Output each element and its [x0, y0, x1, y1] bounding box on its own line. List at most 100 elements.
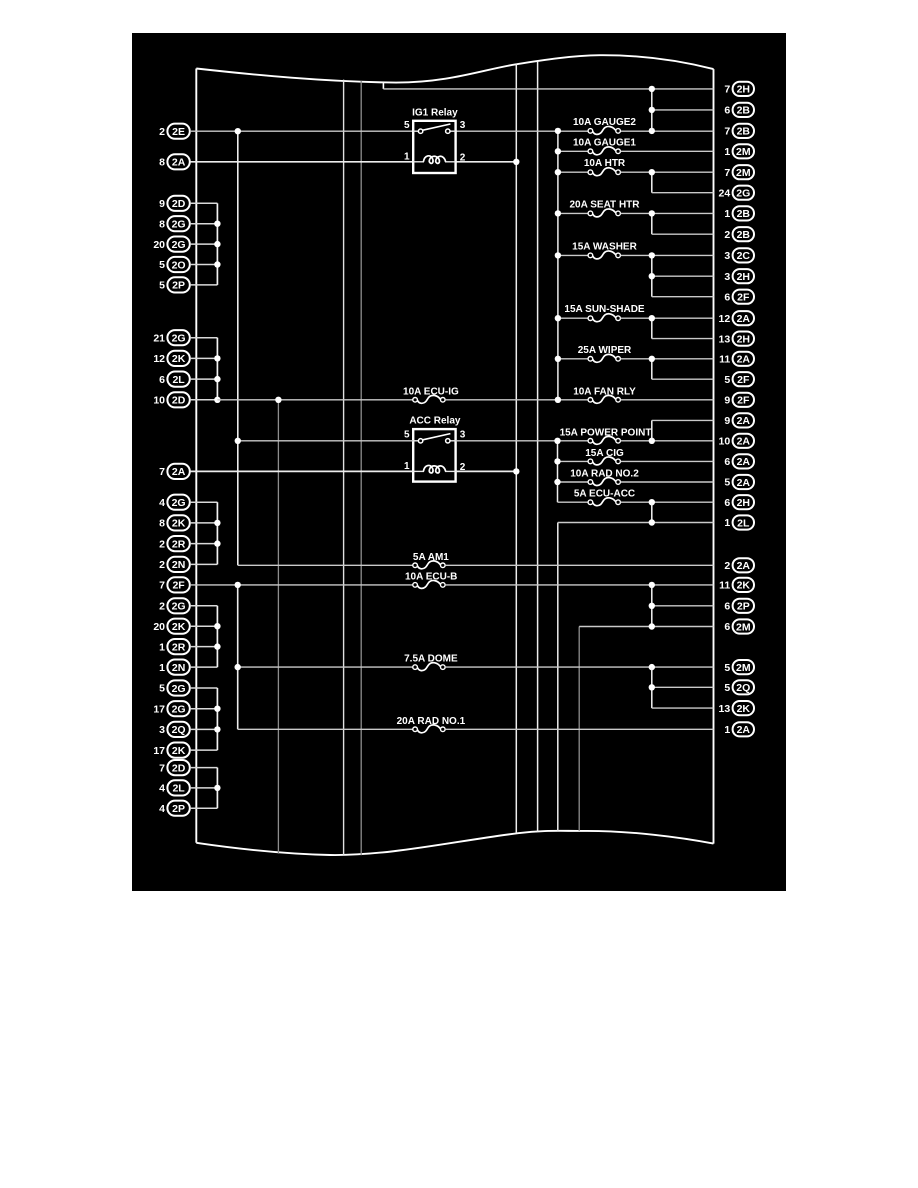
- svg-text:3: 3: [460, 120, 466, 131]
- svg-text:5: 5: [724, 662, 730, 674]
- svg-text:2B: 2B: [737, 126, 751, 138]
- svg-text:2G: 2G: [172, 497, 186, 509]
- svg-text:7.5A DOME: 7.5A DOME: [404, 654, 458, 665]
- svg-text:12: 12: [719, 313, 731, 325]
- svg-text:6: 6: [724, 105, 730, 117]
- svg-text:2K: 2K: [737, 580, 751, 592]
- svg-text:17: 17: [153, 703, 165, 715]
- svg-text:7: 7: [159, 762, 165, 774]
- svg-text:7: 7: [724, 84, 730, 96]
- svg-text:24: 24: [719, 187, 731, 199]
- svg-text:2A: 2A: [737, 436, 751, 448]
- svg-text:2H: 2H: [737, 497, 750, 509]
- svg-text:6: 6: [724, 601, 730, 613]
- svg-text:13: 13: [719, 333, 731, 345]
- svg-text:2L: 2L: [172, 783, 185, 795]
- svg-text:2G: 2G: [172, 219, 186, 231]
- svg-text:20A SEAT HTR: 20A SEAT HTR: [569, 199, 640, 210]
- svg-text:1: 1: [724, 517, 730, 529]
- svg-text:20: 20: [153, 621, 165, 633]
- svg-text:2K: 2K: [172, 745, 186, 757]
- svg-text:2G: 2G: [172, 239, 186, 251]
- svg-text:10A GAUGE2: 10A GAUGE2: [573, 117, 636, 128]
- svg-text:10A ECU-IG: 10A ECU-IG: [403, 386, 459, 397]
- svg-text:2C: 2C: [737, 250, 751, 262]
- svg-text:6: 6: [724, 497, 730, 509]
- svg-text:2D: 2D: [172, 762, 186, 774]
- svg-text:10A ECU-B: 10A ECU-B: [405, 571, 457, 582]
- svg-text:13: 13: [719, 703, 731, 715]
- svg-text:5A AM1: 5A AM1: [413, 552, 449, 563]
- svg-text:11: 11: [719, 580, 730, 592]
- svg-text:8: 8: [159, 218, 165, 230]
- svg-text:2A: 2A: [172, 466, 186, 478]
- svg-text:6: 6: [724, 621, 730, 633]
- svg-text:2H: 2H: [737, 271, 750, 283]
- svg-text:7: 7: [724, 126, 730, 138]
- svg-text:2B: 2B: [737, 208, 751, 220]
- svg-text:2: 2: [159, 538, 165, 550]
- svg-text:12: 12: [153, 353, 165, 365]
- svg-text:1: 1: [404, 152, 410, 163]
- svg-text:4: 4: [159, 783, 165, 795]
- svg-text:4: 4: [159, 803, 165, 815]
- svg-text:10A GAUGE1: 10A GAUGE1: [573, 137, 636, 148]
- svg-text:2O: 2O: [172, 259, 186, 271]
- svg-text:3: 3: [724, 271, 730, 283]
- svg-text:21: 21: [153, 332, 165, 344]
- svg-text:11: 11: [719, 354, 730, 366]
- svg-text:2F: 2F: [172, 580, 185, 592]
- svg-text:2A: 2A: [737, 354, 751, 366]
- svg-text:2A: 2A: [737, 415, 751, 427]
- svg-text:5: 5: [724, 477, 730, 489]
- svg-text:2K: 2K: [172, 518, 186, 530]
- svg-text:1: 1: [404, 461, 410, 472]
- svg-text:2P: 2P: [172, 280, 185, 292]
- svg-text:2M: 2M: [736, 662, 751, 674]
- svg-text:15A WASHER: 15A WASHER: [572, 241, 637, 252]
- svg-text:10A FAN RLY: 10A FAN RLY: [573, 386, 636, 397]
- svg-text:5: 5: [404, 429, 410, 440]
- svg-text:1: 1: [159, 662, 165, 674]
- svg-text:2L: 2L: [737, 517, 750, 529]
- svg-text:10: 10: [719, 436, 731, 448]
- svg-text:2N: 2N: [172, 662, 185, 674]
- svg-text:25A WIPER: 25A WIPER: [578, 345, 632, 356]
- svg-text:2M: 2M: [736, 167, 751, 179]
- svg-text:15A POWER POINT: 15A POWER POINT: [560, 427, 652, 438]
- svg-text:2G: 2G: [172, 333, 186, 345]
- svg-text:1: 1: [724, 146, 730, 158]
- svg-text:2: 2: [724, 229, 730, 241]
- svg-text:2K: 2K: [172, 353, 186, 365]
- svg-text:2D: 2D: [172, 198, 186, 210]
- svg-text:10A RAD NO.2: 10A RAD NO.2: [570, 469, 639, 480]
- svg-text:7: 7: [159, 466, 165, 478]
- svg-text:2F: 2F: [737, 292, 750, 304]
- svg-text:2R: 2R: [172, 641, 186, 653]
- svg-text:5: 5: [404, 120, 410, 131]
- svg-text:2: 2: [159, 559, 165, 571]
- svg-text:5: 5: [159, 259, 165, 271]
- svg-text:20: 20: [153, 239, 165, 251]
- svg-text:7: 7: [159, 580, 165, 592]
- svg-text:6: 6: [159, 374, 165, 386]
- svg-text:5: 5: [724, 374, 730, 386]
- svg-text:2K: 2K: [737, 703, 751, 715]
- svg-text:2M: 2M: [736, 621, 751, 633]
- svg-text:2A: 2A: [737, 456, 751, 468]
- svg-text:2Q: 2Q: [172, 724, 186, 736]
- svg-text:9: 9: [724, 395, 730, 407]
- svg-text:5: 5: [724, 682, 730, 694]
- svg-text:2: 2: [460, 462, 466, 473]
- svg-text:2A: 2A: [172, 157, 186, 169]
- svg-text:2F: 2F: [737, 395, 750, 407]
- svg-text:2A: 2A: [737, 313, 751, 325]
- svg-text:2B: 2B: [737, 229, 751, 241]
- svg-text:2H: 2H: [737, 84, 750, 96]
- svg-text:ACC Relay: ACC Relay: [409, 416, 461, 427]
- svg-text:2F: 2F: [737, 374, 750, 386]
- svg-text:2K: 2K: [172, 621, 186, 633]
- svg-text:2H: 2H: [737, 333, 750, 345]
- svg-text:2G: 2G: [172, 601, 186, 613]
- svg-text:4: 4: [159, 497, 165, 509]
